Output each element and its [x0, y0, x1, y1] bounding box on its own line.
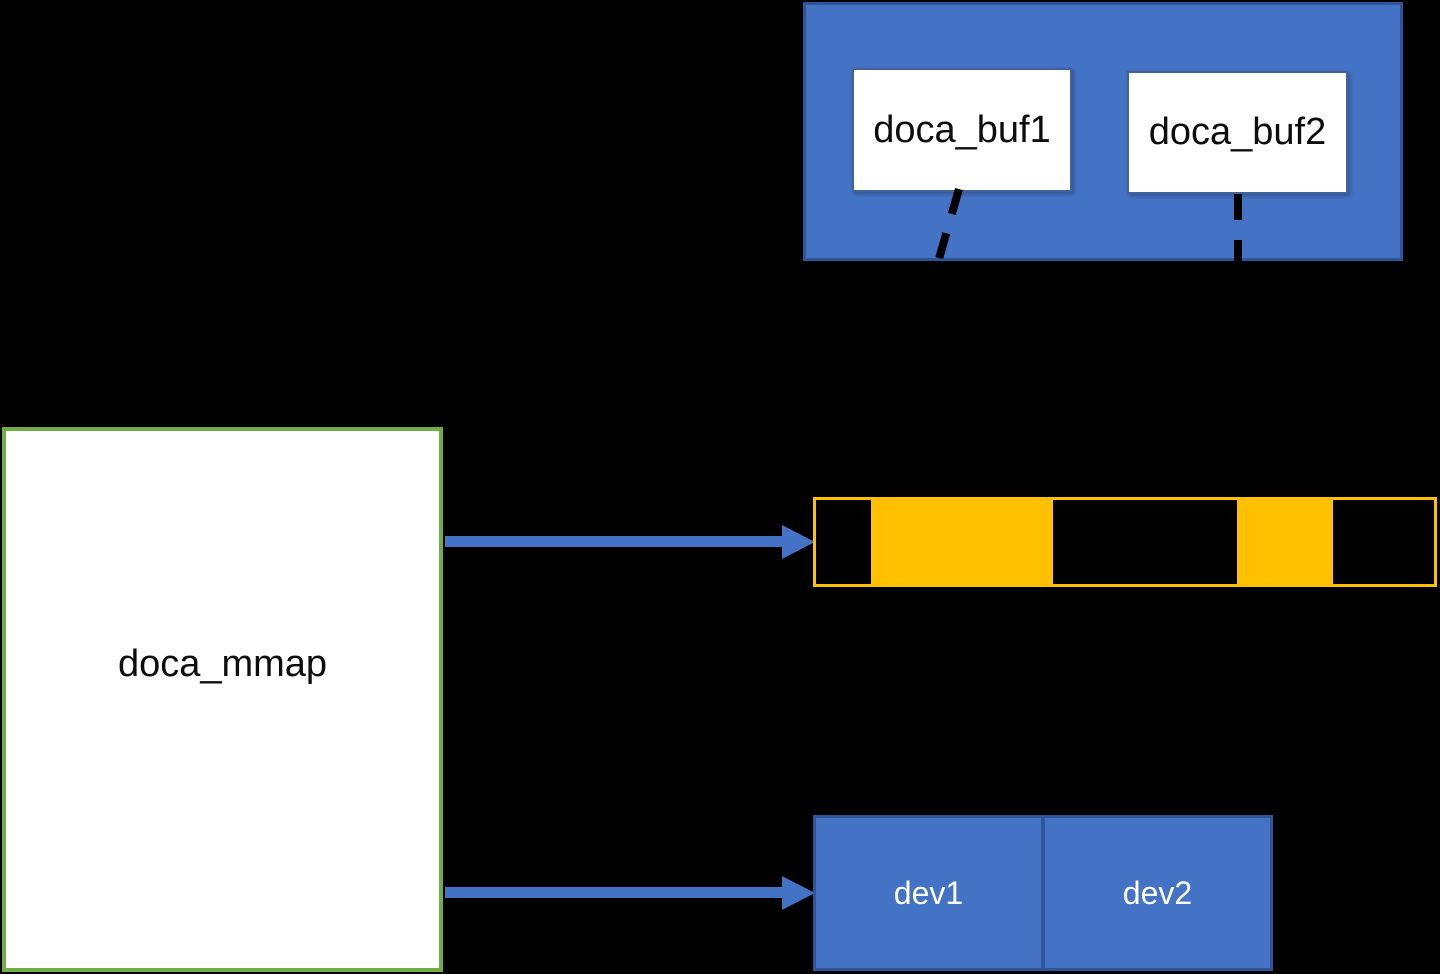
memory-segment [1237, 500, 1333, 584]
mmap-to-memory-arrow [445, 525, 816, 559]
doca-buf2-label: doca_buf2 [1148, 111, 1327, 153]
memory-segment [871, 500, 1053, 584]
dev1-label: dev1 [893, 874, 964, 911]
arrow-head-icon [782, 525, 815, 559]
arrow-shaft [445, 887, 783, 898]
memory-segment [1053, 500, 1237, 584]
dev2-cell: dev2 [1045, 818, 1270, 968]
arrow-head-icon [782, 876, 815, 910]
buf2-dashed-pointer-line [1234, 194, 1242, 334]
devices-box: dev1 dev2 [813, 815, 1273, 971]
memory-segment [1333, 500, 1434, 584]
doca-mmap-box: doca_mmap [2, 427, 443, 972]
mmap-to-devices-arrow [445, 876, 816, 910]
doca-buf1-label: doca_buf1 [873, 108, 1051, 151]
dev1-cell: dev1 [816, 818, 1045, 968]
doca-buf2-box: doca_buf2 [1127, 71, 1348, 194]
arrow-shaft [445, 536, 783, 547]
memory-segment [816, 500, 871, 584]
memory-range-bar [813, 497, 1437, 587]
doca-mmap-label: doca_mmap [117, 643, 328, 685]
dev2-label: dev2 [1122, 874, 1193, 911]
doca-buf1-box: doca_buf1 [852, 68, 1072, 192]
